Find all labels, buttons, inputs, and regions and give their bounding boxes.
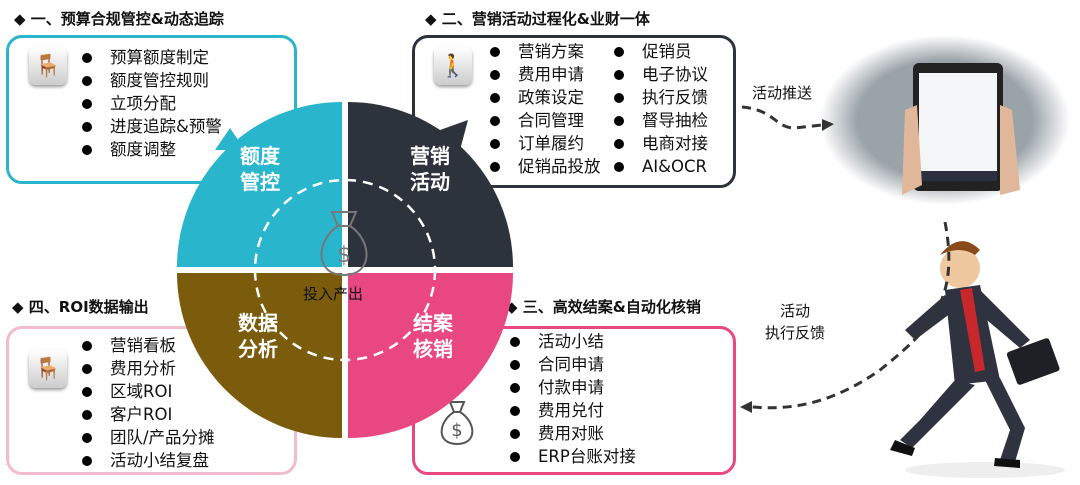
push-label: 活动推送 [752, 84, 813, 102]
quadrant-label-budget: 额度管控 [240, 144, 281, 194]
quadrant-budget [177, 102, 342, 267]
svg-text:$: $ [337, 243, 351, 268]
quadrant-analysis [177, 273, 342, 438]
money-bag-center-icon: $ [320, 211, 368, 277]
section2-header: ◆ 二、营销活动过程化&业财一体 [425, 10, 650, 28]
tablet-photo [820, 35, 1070, 205]
running-businessman-image [890, 241, 1065, 478]
quadrant-label-settlement: 结案核销 [413, 311, 454, 361]
walking-person-icon: 🚶 [434, 47, 472, 85]
feedback-label: 活动执行反馈 [764, 302, 825, 342]
quadrant-label-marketing: 营销活动 [410, 144, 450, 194]
section1-header: ◆ 一、预算合规管控&动态追踪 [14, 10, 224, 28]
quadrant-marketing [348, 102, 513, 267]
desk-person-icon: 🪑 [29, 47, 67, 85]
section4-header: ◆ 四、ROI数据输出 [12, 298, 149, 316]
desk-person-icon: 🪑 [29, 350, 67, 388]
money-bag-icon: $ [434, 398, 480, 452]
quadrant-settlement [348, 273, 513, 438]
marketing-list-1: 营销方案费用申请政策设定合同管理订单履约促销品投放 [488, 40, 601, 178]
center-label: 投入产出 [303, 285, 364, 303]
section3-header: ◆ 三、高效结案&自动化核销 [506, 298, 701, 316]
quadrant-label-analysis: 数据分析 [238, 311, 278, 361]
svg-text:$: $ [451, 420, 462, 441]
budget-list: 预算额度制定额度管控规则立项分配进度追踪&预警额度调整 [80, 46, 222, 161]
